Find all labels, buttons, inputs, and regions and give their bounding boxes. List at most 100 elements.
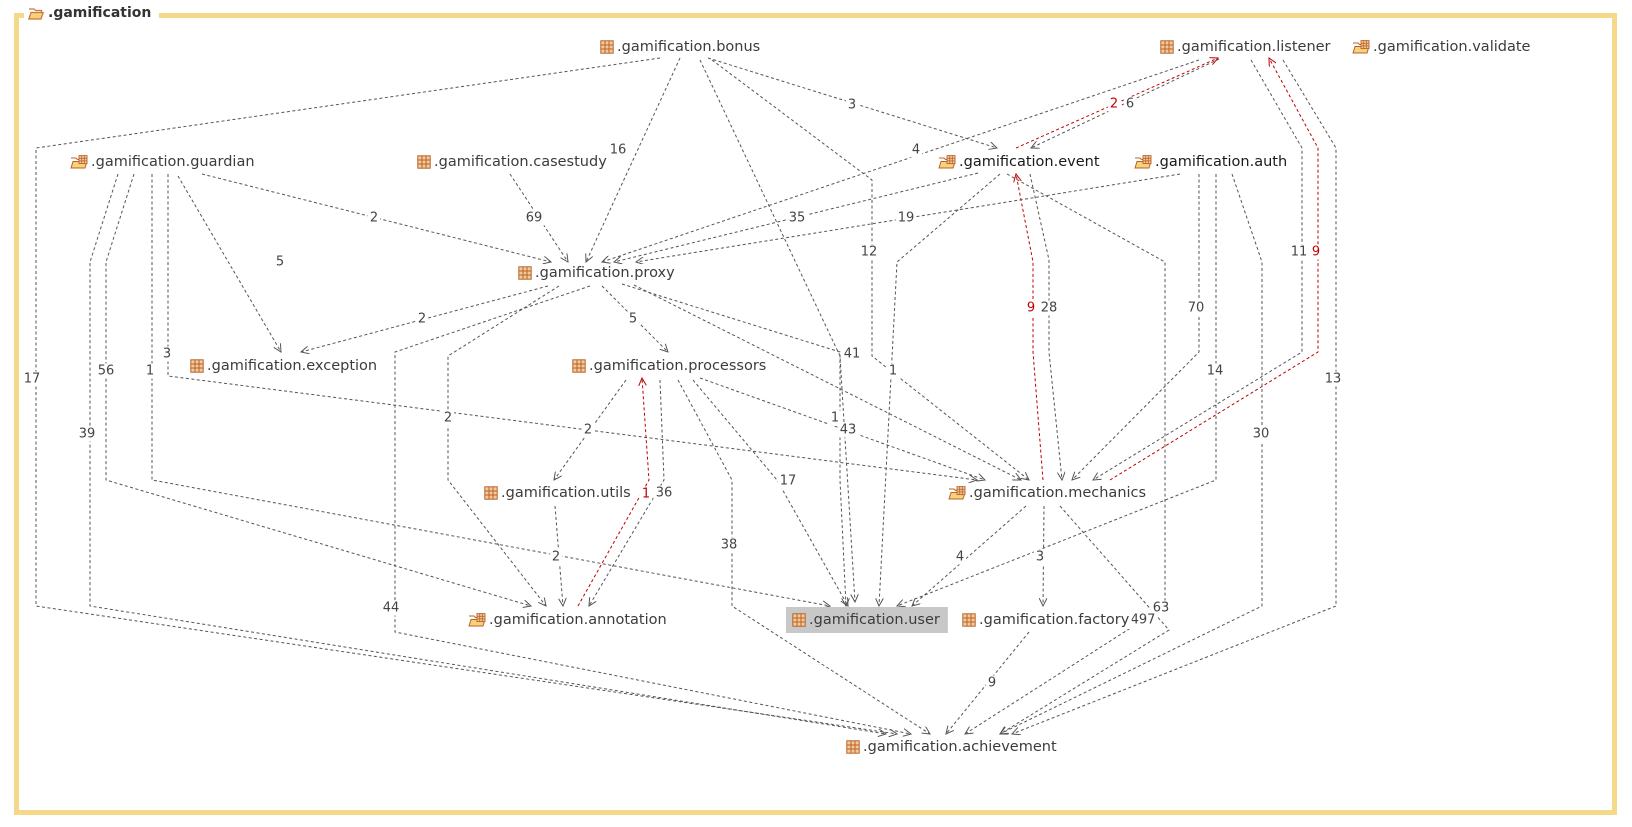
edge-label-proxy-to-annotation: 2 xyxy=(444,411,452,426)
node-listener[interactable]: .gamification.listener xyxy=(1158,38,1333,56)
edge-bonus-to-mechanics[interactable] xyxy=(711,59,1029,480)
container-title[interactable]: .gamification xyxy=(24,2,160,24)
edge-mechanics-to-listener[interactable] xyxy=(1109,58,1319,481)
edge-label-bg xyxy=(718,537,740,553)
edge-label-bg xyxy=(607,142,629,158)
edge-mechanics-to-achievement[interactable] xyxy=(1000,505,1170,734)
edge-label-listener-to-event: 6 xyxy=(1126,97,1134,112)
edge-label-annotation-to-processors: 1 xyxy=(642,487,650,502)
edge-auth-to-achievement[interactable] xyxy=(1000,173,1263,734)
edge-label-bg xyxy=(143,363,157,379)
edge-label-mechanics-to-achievement: 497 xyxy=(1131,613,1156,628)
edge-label-bg xyxy=(1038,300,1060,316)
edge-label-auth-to-proxy: 19 xyxy=(898,211,915,226)
edge-label-bg xyxy=(1309,244,1323,260)
edge-label-processors-to-mechanics: 43 xyxy=(840,423,857,438)
edge-proxy-to-user[interactable] xyxy=(621,283,846,606)
edge-guardian-to-mechanics[interactable] xyxy=(167,174,977,480)
node-validate[interactable]: .gamification.validate xyxy=(1350,38,1533,56)
edge-label-bg xyxy=(895,210,917,226)
edge-proxy-to-annotation[interactable] xyxy=(447,285,560,606)
edge-label-proxy-to-processors: 5 xyxy=(629,312,637,327)
edge-label-auth-to-achievement: 30 xyxy=(1253,427,1270,442)
node-user[interactable]: .gamification.user xyxy=(786,607,948,633)
node-mechanics[interactable]: .gamification.mechanics xyxy=(946,484,1149,502)
edge-auth-to-user[interactable] xyxy=(897,174,1217,606)
edge-annotation-to-processors[interactable] xyxy=(577,378,650,607)
edge-label-bg xyxy=(837,422,859,438)
edge-processors-to-annotation[interactable] xyxy=(589,379,665,606)
edge-label-mechanics-to-user: 4 xyxy=(956,550,964,565)
edge-bonus-to-proxy[interactable] xyxy=(586,57,681,262)
edge-listener-to-proxy[interactable] xyxy=(602,59,1200,262)
edge-listener-to-event[interactable] xyxy=(1031,58,1220,148)
edge-event-to-achievement[interactable] xyxy=(965,173,1166,734)
edge-label-bg xyxy=(777,473,799,489)
edge-label-mechanics-to-event: 9 xyxy=(1027,301,1035,316)
package-icon xyxy=(484,486,498,500)
node-label-bg xyxy=(936,153,1102,171)
edge-processors-to-achievement[interactable] xyxy=(677,379,930,734)
edge-label-guardian-to-exception: 5 xyxy=(276,255,284,270)
edge-label-proxy-to-mechanics: 41 xyxy=(844,347,861,362)
node-annotation[interactable]: .gamification.annotation xyxy=(466,611,669,629)
edge-label-bg xyxy=(549,549,563,565)
edge-guardian-to-achievement[interactable] xyxy=(89,173,886,734)
node-label-bg xyxy=(960,611,1132,629)
package-icon xyxy=(962,613,976,627)
package-icon xyxy=(518,266,532,280)
node-guardian[interactable]: .gamification.guardian xyxy=(68,153,257,171)
edge-label-auth-to-user: 14 xyxy=(1207,364,1224,379)
node-factory[interactable]: .gamification.factory xyxy=(960,611,1132,629)
edge-label-bg xyxy=(1322,371,1344,387)
edge-label-bg xyxy=(626,311,640,327)
edge-label-guardian-to-mechanics: 3 xyxy=(163,347,171,362)
edge-listener-to-mechanics[interactable] xyxy=(1093,59,1303,480)
node-label-bg xyxy=(1158,38,1333,56)
edge-guardian-to-exception[interactable] xyxy=(177,175,281,352)
edge-label-bg xyxy=(985,675,999,691)
edge-mechanics-to-event[interactable] xyxy=(1016,174,1044,481)
node-bonus[interactable]: .gamification.bonus xyxy=(598,38,763,56)
node-auth[interactable]: .gamification.auth xyxy=(1132,153,1290,171)
edge-auth-to-mechanics[interactable] xyxy=(1072,174,1200,480)
node-label: .gamification.utils xyxy=(501,485,631,501)
edge-label-bg xyxy=(828,410,842,426)
container-title-label: .gamification xyxy=(48,5,152,21)
edge-label-event-to-proxy: 35 xyxy=(789,211,806,226)
node-label-bg xyxy=(466,611,669,629)
edge-guardian-to-proxy[interactable] xyxy=(201,173,551,262)
edge-guardian-to-annotation[interactable] xyxy=(105,173,531,606)
edge-proxy-to-mechanics[interactable] xyxy=(633,284,1021,480)
node-achievement[interactable]: .gamification.achievement xyxy=(844,738,1059,756)
edge-event-to-user[interactable] xyxy=(879,173,1001,606)
node-proxy[interactable]: .gamification.proxy xyxy=(516,264,678,282)
node-label: .gamification.exception xyxy=(207,358,377,374)
edge-label-bg xyxy=(909,142,923,158)
edge-label-listener-to-achievement: 13 xyxy=(1325,372,1342,387)
edge-bonus-to-user[interactable] xyxy=(699,59,855,602)
node-label-bg xyxy=(188,357,380,375)
package-icon xyxy=(600,40,614,54)
edge-label-bonus-to-achievement: 17 xyxy=(24,372,41,387)
node-event[interactable]: .gamification.event xyxy=(936,153,1102,171)
edge-label-processors-to-user: 17 xyxy=(780,474,797,489)
edge-event-to-mechanics[interactable] xyxy=(1029,173,1062,480)
edge-mechanics-to-user[interactable] xyxy=(912,505,1027,606)
node-exception[interactable]: .gamification.exception xyxy=(188,357,380,375)
edge-label-bg xyxy=(639,486,653,502)
edge-casestudy-to-proxy[interactable] xyxy=(509,173,568,262)
edge-label-bg xyxy=(1123,96,1137,112)
edge-label-event-to-mechanics: 28 xyxy=(1041,301,1058,316)
edge-label-mechanics-to-factory: 3 xyxy=(1036,550,1044,565)
edge-proxy-to-achievement[interactable] xyxy=(394,285,911,734)
node-processors[interactable]: .gamification.processors xyxy=(570,357,769,375)
edge-processors-to-user[interactable] xyxy=(692,379,848,606)
edge-label-bg xyxy=(160,346,174,362)
node-casestudy[interactable]: .gamification.casestudy xyxy=(415,153,610,171)
node-utils[interactable]: .gamification.utils xyxy=(482,484,633,502)
edge-guardian-to-user[interactable] xyxy=(151,174,830,606)
package-icon xyxy=(190,359,204,373)
edge-label-bg xyxy=(1033,549,1047,565)
node-label-bg xyxy=(946,484,1149,502)
